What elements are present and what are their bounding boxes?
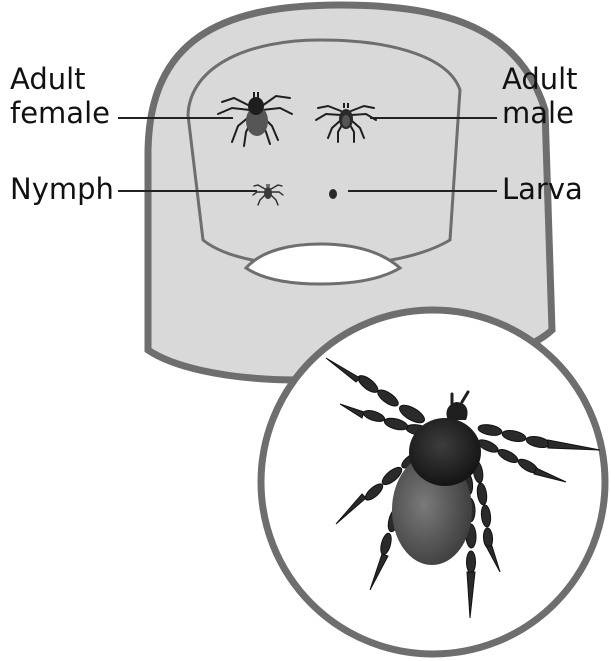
label-adult-female-line2: female [10, 96, 110, 130]
larva-tick [329, 189, 337, 199]
fingernail [188, 40, 460, 266]
label-adult-male-line1: Adult [502, 62, 578, 96]
tick-scutum [409, 418, 481, 486]
label-adult-female: Adult female [10, 62, 110, 130]
label-adult-male: Adult male [502, 62, 578, 130]
label-adult-male-line2: male [502, 96, 578, 130]
label-adult-female-line1: Adult [10, 62, 110, 96]
label-nymph: Nymph [10, 172, 114, 206]
label-larva: Larva [502, 172, 583, 206]
